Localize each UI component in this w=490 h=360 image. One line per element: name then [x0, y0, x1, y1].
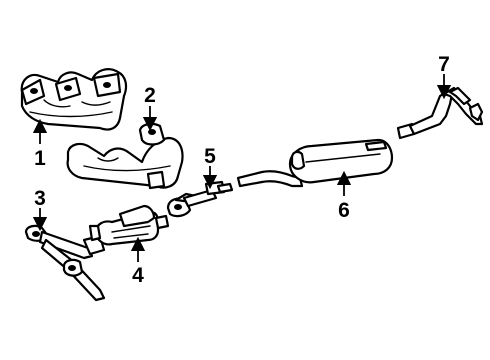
callout-3: 3 — [34, 187, 46, 210]
callout-6: 6 — [338, 199, 350, 222]
part-1-exhaust-manifold — [20, 68, 128, 131]
part-5-intermediate-pipe — [166, 180, 234, 218]
callout-7: 7 — [438, 53, 450, 76]
callout-1: 1 — [34, 147, 46, 170]
part-2-exhaust-manifold — [66, 122, 184, 190]
part-7-tailpipe — [396, 86, 484, 140]
part-6-muffler — [236, 138, 394, 188]
callout-2: 2 — [144, 84, 156, 107]
part-4-catalytic-converter — [88, 204, 170, 246]
callout-5: 5 — [204, 145, 216, 168]
callout-4: 4 — [132, 264, 144, 287]
